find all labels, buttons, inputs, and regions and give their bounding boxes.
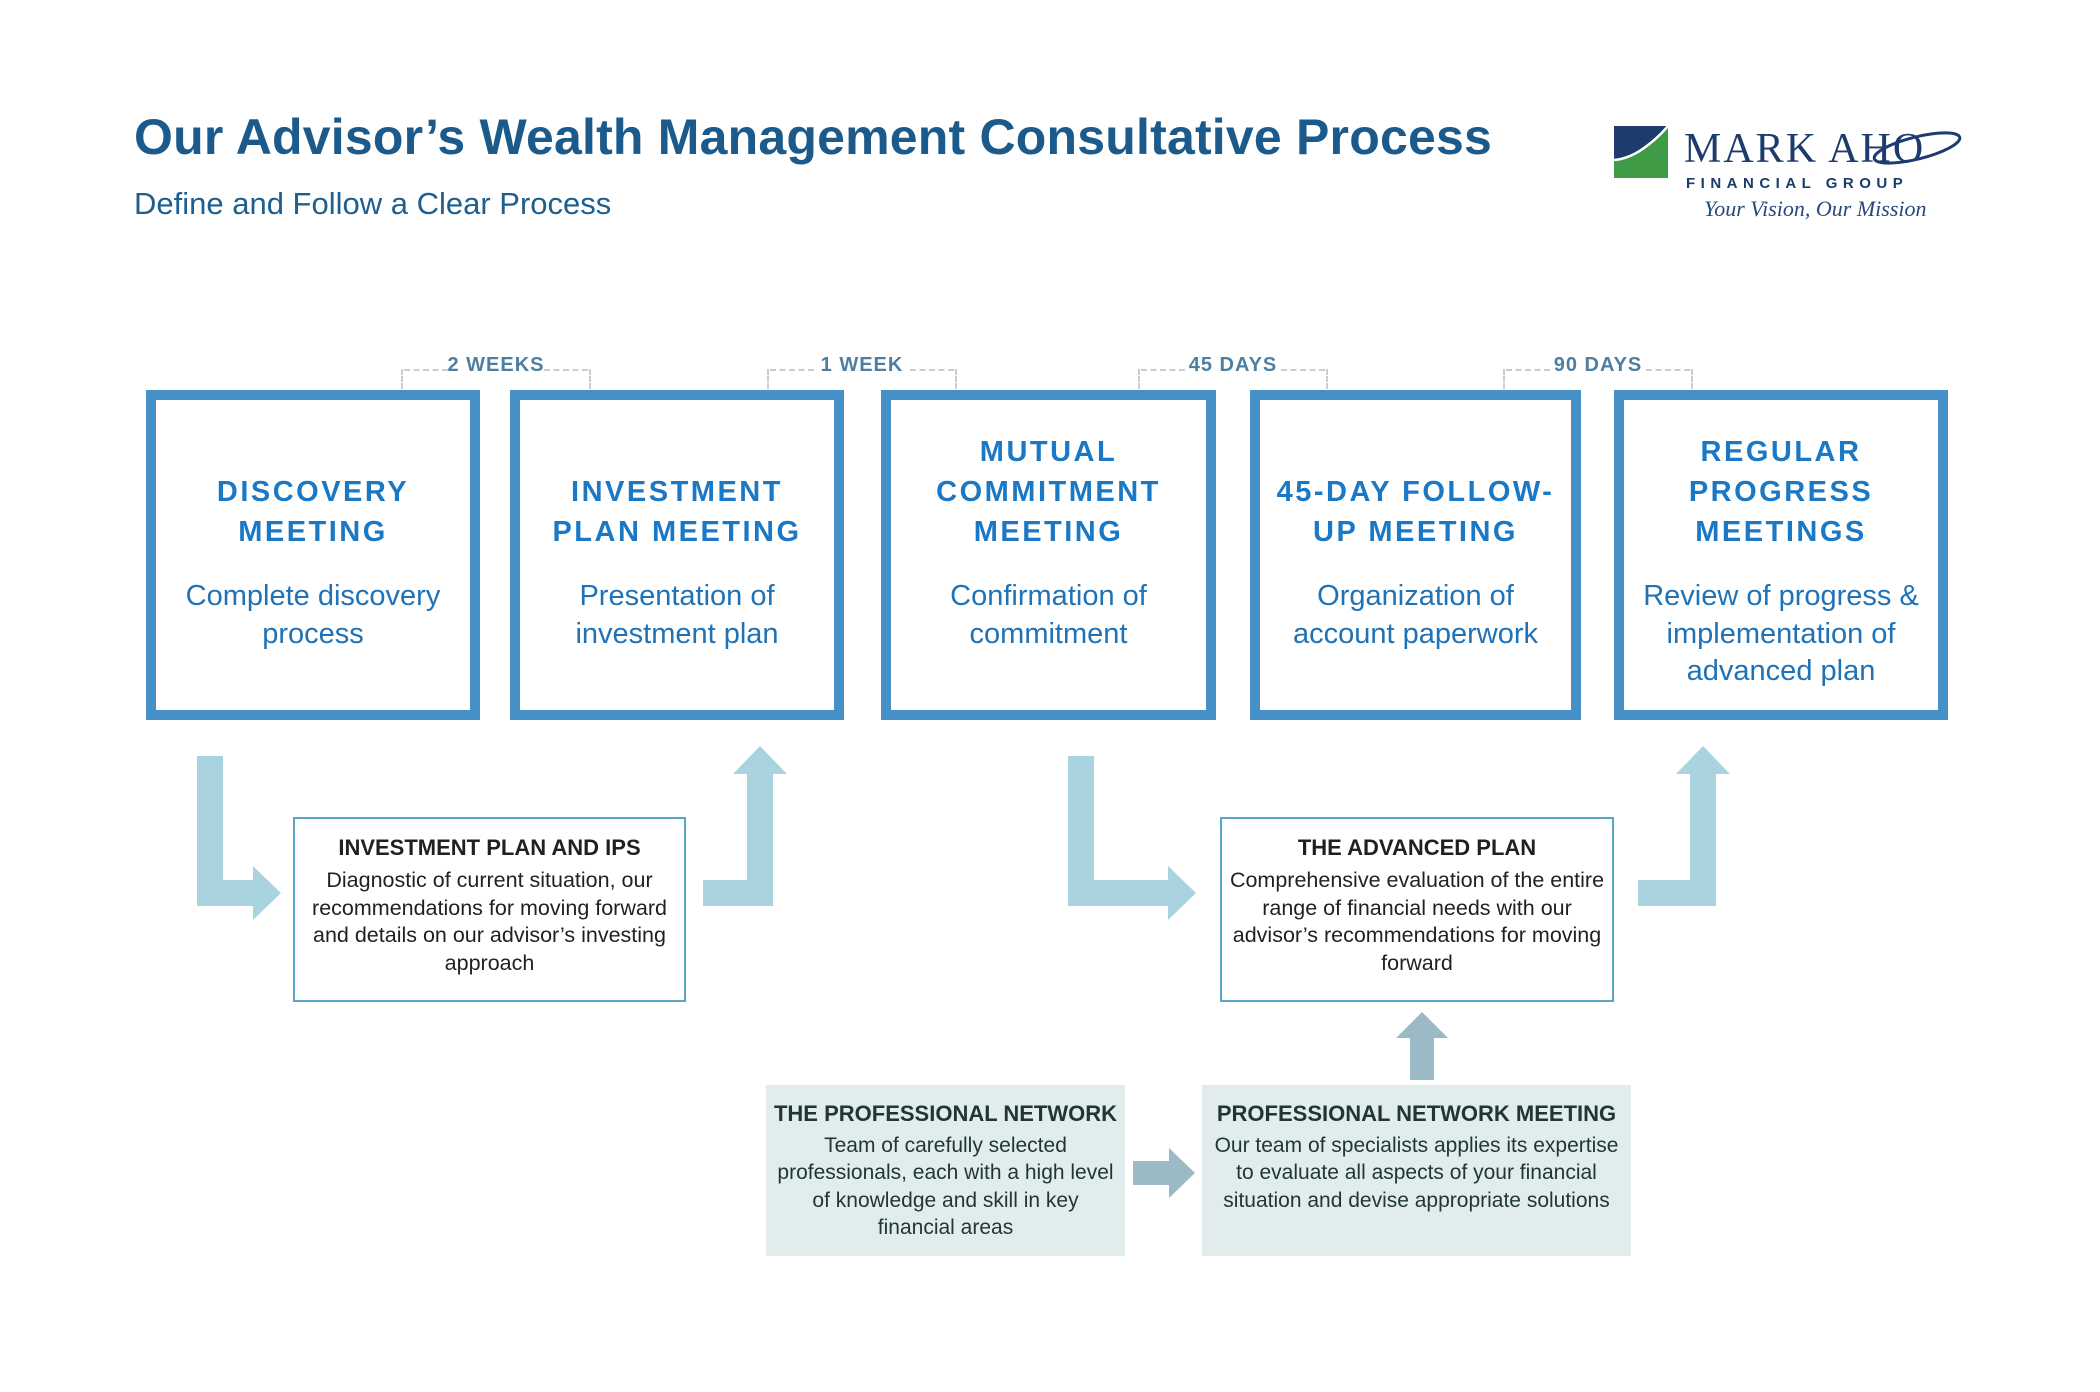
company-logo: MARK AHO FINANCIAL GROUP Your Vision, Ou… (1612, 118, 1982, 222)
arrow-right-icon (1168, 866, 1196, 920)
arrow-commitment-to-advanced-icon (1068, 880, 1168, 906)
bracket-dash-icon (544, 369, 588, 371)
timeline-label: 90 DAYS (1553, 354, 1643, 376)
stage-box-mutual-commitment-meeting: MUTUAL COMMITMENT MEETING Confirmation o… (881, 390, 1216, 720)
network-title: THE PROFESSIONAL NETWORK (773, 1101, 1118, 1126)
bracket-tick-icon (767, 369, 769, 389)
timeline-bracket-3: 45 DAYS (1138, 354, 1328, 390)
stage-box-regular-progress-meetings: REGULAR PROGRESS MEETINGS Review of prog… (1614, 390, 1948, 720)
arrow-up-icon (733, 746, 787, 774)
box-professional-network-meeting: PROFESSIONAL NETWORK MEETING Our team of… (1202, 1085, 1631, 1256)
arrow-up-icon (1396, 1012, 1448, 1038)
box-the-professional-network: THE PROFESSIONAL NETWORK Team of careful… (766, 1085, 1125, 1256)
bracket-dash-icon (770, 369, 814, 371)
bracket-tick-icon (1326, 369, 1328, 389)
callout-description: Comprehensive evaluation of the entire r… (1229, 868, 1605, 975)
callout-description: Diagnostic of current situation, our rec… (312, 868, 667, 975)
timeline-bracket-1: 2 WEEKS (401, 354, 591, 390)
bracket-tick-icon (589, 369, 591, 389)
arrow-network-to-meeting-icon (1133, 1161, 1169, 1185)
page-title: Our Advisor’s Wealth Management Consulta… (134, 109, 1492, 165)
arrow-advanced-to-progress-icon (1638, 880, 1690, 906)
stage-description: Presentation of investment plan (575, 580, 779, 650)
arrow-ips-to-investment-icon (747, 774, 773, 906)
logo-tagline: Your Vision, Our Mission (1704, 196, 1927, 221)
callout-investment-plan-and-ips: INVESTMENT PLAN AND IPS Diagnostic of cu… (293, 817, 686, 1002)
callout-the-advanced-plan: THE ADVANCED PLAN Comprehensive evaluati… (1220, 817, 1614, 1002)
arrow-up-icon (1676, 746, 1730, 774)
logo-division: FINANCIAL GROUP (1686, 175, 1908, 192)
bracket-tick-icon (955, 369, 957, 389)
timeline-bracket-2: 1 WEEK (767, 354, 957, 390)
logo-mark-icon (1613, 125, 1669, 178)
arrow-ips-to-investment-icon (703, 880, 747, 906)
bracket-tick-icon (1138, 369, 1140, 389)
bracket-tick-icon (1691, 369, 1693, 389)
timeline-bracket-4: 90 DAYS (1503, 354, 1693, 390)
stage-title: INVESTMENT PLAN MEETING (552, 475, 802, 548)
stage-title: REGULAR PROGRESS MEETINGS (1688, 435, 1874, 548)
stage-description: Review of progress & implementation of a… (1643, 580, 1919, 688)
bracket-dash-icon (1141, 369, 1185, 371)
network-description: Our team of specialists applies its expe… (1214, 1134, 1619, 1212)
callout-title: THE ADVANCED PLAN (1297, 835, 1537, 860)
stage-description: Complete discovery process (185, 580, 441, 650)
bracket-tick-icon (401, 369, 403, 389)
logo-name: MARK AHO (1684, 126, 1925, 172)
bracket-dash-icon (404, 369, 448, 371)
stage-title: 45-DAY FOLLOW-UP MEETING (1276, 475, 1555, 548)
arrow-right-icon (1169, 1148, 1195, 1198)
arrow-discovery-to-ips-icon (197, 880, 253, 906)
timeline-label: 1 WEEK (820, 354, 904, 376)
bracket-dash-icon (1506, 369, 1550, 371)
stage-title: DISCOVERY MEETING (216, 475, 410, 548)
arrow-right-icon (253, 866, 281, 920)
bracket-dash-icon (910, 369, 954, 371)
bracket-dash-icon (1646, 369, 1690, 371)
arrow-network-to-advanced-icon (1410, 1038, 1434, 1080)
stage-box-discovery-meeting: DISCOVERY MEETING Complete discovery pro… (146, 390, 480, 720)
network-title: PROFESSIONAL NETWORK MEETING (1216, 1101, 1617, 1126)
bracket-tick-icon (1503, 369, 1505, 389)
stage-box-investment-plan-meeting: INVESTMENT PLAN MEETING Presentation of … (510, 390, 844, 720)
logo-swoosh-icon (1872, 131, 1962, 165)
network-description: Team of carefully selected professionals… (777, 1134, 1114, 1239)
arrow-advanced-to-progress-icon (1690, 774, 1716, 906)
logo-graphic: MARK AHO FINANCIAL GROUP Your Vision, Ou… (1613, 125, 1962, 221)
callout-title: INVESTMENT PLAN AND IPS (338, 835, 641, 860)
stage-description: Organization of account paperwork (1292, 580, 1539, 650)
stage-box-45-day-follow-up-meeting: 45-DAY FOLLOW-UP MEETING Organization of… (1250, 390, 1581, 720)
bracket-dash-icon (1281, 369, 1325, 371)
timeline-label: 2 WEEKS (447, 354, 545, 376)
stage-title: MUTUAL COMMITMENT MEETING (936, 435, 1161, 548)
page-subtitle: Define and Follow a Clear Process (134, 186, 612, 221)
stage-description: Confirmation of commitment (950, 580, 1147, 650)
timeline-label: 45 DAYS (1188, 354, 1278, 376)
